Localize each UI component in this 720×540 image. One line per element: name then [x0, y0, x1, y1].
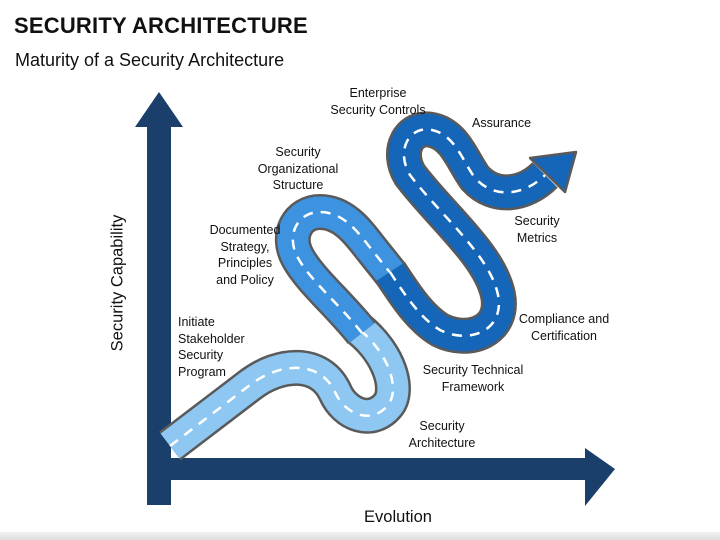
label-security-metrics: Security Metrics	[514, 214, 560, 245]
y-axis-label: Security Capability	[108, 214, 127, 352]
road-segment-mid	[274, 193, 407, 345]
label-security-organizational-structure: Security Organizational Structure	[257, 145, 339, 192]
label-security-technical-framework: Security Technical Framework	[422, 363, 524, 394]
label-compliance-certification: Compliance and Certification	[518, 312, 610, 343]
x-axis-arrow	[147, 448, 615, 506]
label-initiate-stakeholder-program: Initiate Stakeholder Security Program	[178, 315, 245, 379]
road-segment-dark	[374, 111, 578, 354]
road-segment-light	[159, 316, 411, 461]
page-subtitle: Maturity of a Security Architecture	[15, 50, 285, 70]
label-enterprise-security-controls: Enterprise Security Controls	[330, 86, 426, 117]
label-security-architecture: Security Architecture	[408, 419, 476, 450]
label-assurance: Assurance	[472, 116, 532, 130]
road-arrow-head	[528, 150, 578, 194]
page-title: SECURITY ARCHITECTURE	[14, 13, 308, 38]
footer-band	[0, 532, 720, 540]
label-documented-strategy: Documented Strategy, Principles and Poli…	[209, 223, 281, 287]
x-axis-label: Evolution	[364, 508, 432, 526]
y-axis-arrow	[135, 92, 183, 505]
